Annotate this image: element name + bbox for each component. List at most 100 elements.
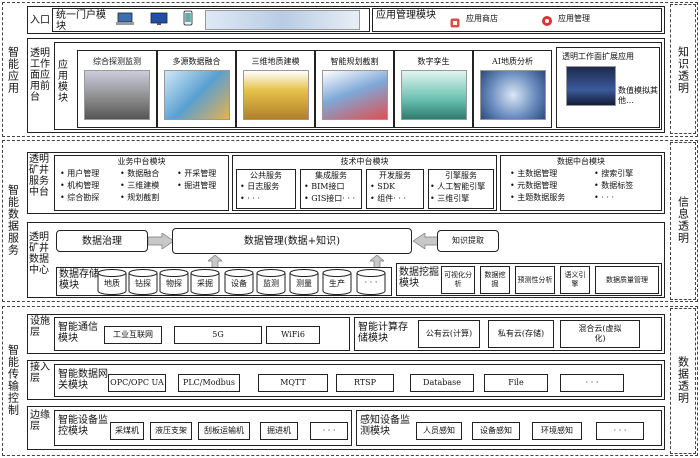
arrow-right <box>147 232 175 250</box>
store-label: · · · <box>364 278 378 287</box>
protocol-3[interactable]: RTSP <box>336 374 394 392</box>
ext-thumbnail <box>566 66 616 106</box>
biz-item: • 掘进管理 <box>177 181 217 190</box>
store-label: 采掘 <box>197 279 213 288</box>
tech-group-0 <box>236 169 296 209</box>
store-cylinder-0[interactable]: 地质 <box>97 269 127 295</box>
protocol-6[interactable]: · · · <box>560 374 624 392</box>
compute-item-1[interactable]: 私有云(存储) <box>488 320 554 348</box>
management-box[interactable] <box>172 228 412 254</box>
unified-portal-module[interactable]: 统一门户模块 <box>56 10 106 32</box>
phone-icon <box>183 10 193 26</box>
tech-group-1 <box>300 169 362 209</box>
store-icon <box>450 13 460 28</box>
app-thumbnail <box>401 70 467 120</box>
section-data <box>2 140 698 302</box>
protocol-2[interactable]: MQTT <box>258 374 328 392</box>
app-card-label: 综合探测监测 <box>93 57 141 66</box>
store-label: 生产 <box>329 279 345 288</box>
app-card-label: 数字孪生 <box>417 57 450 66</box>
ext-app-title: 透明工作面扩展应用 <box>562 52 634 61</box>
mining-item-1[interactable]: 数据挖掘 <box>480 266 510 294</box>
tech-group-name: 引擎服务 <box>445 171 477 180</box>
app-management-module[interactable]: 应用管理模块 <box>376 10 436 21</box>
mining-item-2[interactable]: 预测性分析 <box>515 266 555 294</box>
mining-item-0[interactable]: 可视化分析 <box>441 266 475 294</box>
device-0[interactable]: 采煤机 <box>110 422 144 440</box>
tech-group-name: 集成服务 <box>315 171 347 180</box>
section-trans <box>2 306 698 456</box>
mining-item-4[interactable]: 数据质量管理 <box>595 266 659 294</box>
gear-icon <box>541 12 553 26</box>
laptop-icon <box>116 11 134 25</box>
front-module-label: 应用模块 <box>58 60 68 104</box>
gateway-label: 智能数据网关模块 <box>58 369 108 391</box>
app-mgmt-box <box>372 8 662 32</box>
monitor-icon <box>150 11 168 25</box>
arrow-left <box>412 232 440 250</box>
governance-box[interactable] <box>56 230 148 252</box>
sensing-label: 感知设备监测模块 <box>360 415 410 437</box>
governance-label: 数据治理 <box>82 235 122 247</box>
service-layer-title: 设施层 <box>30 316 50 338</box>
store-cylinder-4[interactable]: 设备 <box>224 269 254 295</box>
app-store[interactable]: 应用商店 <box>466 14 498 23</box>
app-card-label: 智能规划截割 <box>330 57 379 66</box>
protocol-4[interactable]: Database <box>410 374 474 392</box>
device-1[interactable]: 液压支架 <box>150 422 192 440</box>
device-3[interactable]: 掘进机 <box>260 422 298 440</box>
tech-group-item: • 组件· · · <box>370 194 406 203</box>
arrow-up <box>207 254 223 270</box>
section-trans-title: 智能传输控制 <box>6 344 20 416</box>
sensor-0[interactable]: 人员感知 <box>416 422 462 440</box>
biz-item: • 用户管理 <box>60 169 100 178</box>
comm-item-2[interactable]: WiFi6 <box>266 326 320 344</box>
store-cylinder-3[interactable]: 采掘 <box>190 269 220 295</box>
tech-group-2 <box>366 169 424 209</box>
knowledge-box[interactable] <box>437 230 499 252</box>
store-cylinder-7[interactable]: 生产 <box>322 269 352 295</box>
datamid-item: • 搜索引擎 <box>594 169 634 178</box>
biz-item: • 规划截割 <box>120 193 160 202</box>
section-app-right: 知识透明 <box>676 46 690 94</box>
comm-item-1[interactable]: 5G <box>174 326 262 344</box>
store-cylinder-6[interactable]: 测量 <box>289 269 319 295</box>
center-title: 透明矿井数据中心 <box>29 232 49 276</box>
datamid-item: • 数据标签 <box>594 181 634 190</box>
app-thumbnail <box>164 70 230 120</box>
device-2[interactable]: 刮板运输机 <box>198 422 250 440</box>
compute-item-2[interactable]: 混合云(虚拟化) <box>560 320 640 348</box>
biz-item: • 三维建模 <box>120 181 160 190</box>
monitor-label: 智能设备监控模块 <box>58 415 108 437</box>
compute-label: 智能计算存储模块 <box>358 322 408 344</box>
section-app-right-box <box>670 4 696 134</box>
protocol-0[interactable]: OPC/OPC UA <box>108 374 166 392</box>
tech-group-item: • 人工智能引擎 <box>430 182 486 191</box>
store-cylinder-8[interactable]: · · · <box>356 269 386 295</box>
biz-item: • 数据融合 <box>120 169 160 178</box>
section-data-right: 信息透明 <box>676 196 690 244</box>
ext-app-note: 数值模拟其他… <box>618 86 658 105</box>
sensor-2[interactable]: 环境感知 <box>532 422 582 440</box>
device-4[interactable]: · · · <box>310 422 348 440</box>
store-cylinder-1[interactable]: 钻探 <box>128 269 158 295</box>
sensor-3[interactable]: · · · <box>596 422 644 440</box>
biz-item: • 综合勘探 <box>60 193 100 202</box>
section-app <box>2 2 698 137</box>
comm-item-0[interactable]: 工业互联网 <box>104 326 162 344</box>
section-trans-right: 数据透明 <box>676 356 690 404</box>
store-cylinder-5[interactable]: 监测 <box>256 269 286 295</box>
app-management[interactable]: 应用管理 <box>558 14 590 23</box>
compute-item-0[interactable]: 公有云(计算) <box>418 320 480 348</box>
tech-group-item: • GIS接口· · · <box>304 194 356 203</box>
portal-screenshot <box>205 10 360 30</box>
mining-label: 数据挖掘模块 <box>399 267 439 289</box>
store-label: 钻探 <box>135 279 151 288</box>
protocol-1[interactable]: PLC/Modbus <box>178 374 240 392</box>
store-cylinder-2[interactable]: 物探 <box>159 269 189 295</box>
tech-group-item: • · · · <box>240 194 260 203</box>
storage-label: 数据存储模块 <box>59 269 99 291</box>
sensor-1[interactable]: 设备感知 <box>472 422 520 440</box>
mining-item-3[interactable]: 语义引擎 <box>560 266 590 294</box>
protocol-5[interactable]: File <box>484 374 548 392</box>
